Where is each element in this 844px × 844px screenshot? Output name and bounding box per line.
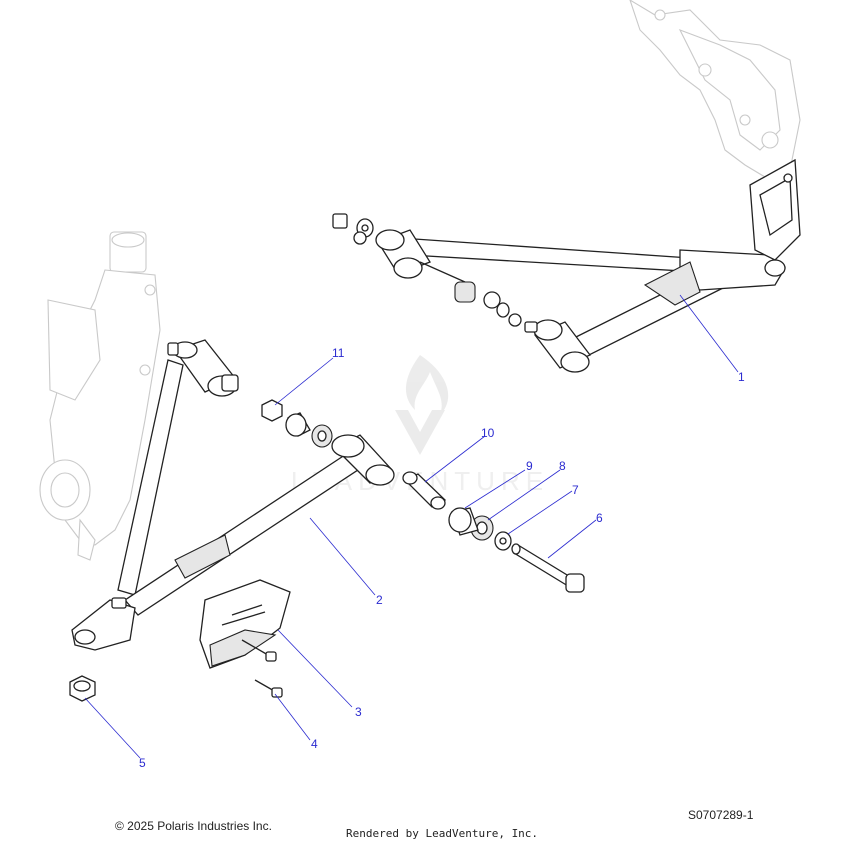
label-part-1: 1 [738, 370, 745, 384]
cap-stack [261, 399, 333, 448]
label-part-2: 2 [376, 593, 383, 607]
copyright-text: © 2025 Polaris Industries Inc. [115, 819, 272, 833]
label-part-11: 11 [332, 346, 345, 360]
lower-a-arm [71, 339, 395, 651]
spindle-ghost [39, 231, 161, 561]
label-part-5: 5 [139, 756, 146, 770]
label-part-6: 6 [596, 511, 603, 525]
drawing-id: S0707289-1 [688, 808, 754, 822]
label-part-8: 8 [559, 459, 566, 473]
washer [494, 531, 512, 551]
label-part-9: 9 [526, 459, 533, 473]
label-part-10: 10 [481, 426, 495, 440]
part-labels: 1 2 3 4 5 6 7 8 9 10 11 [139, 346, 745, 770]
screws [241, 639, 283, 698]
nut [69, 675, 96, 702]
leader-lines [84, 294, 739, 759]
chassis-ghost [629, 0, 801, 181]
skid-plate [199, 579, 291, 669]
rendered-by-text: Rendered by LeadVenture, Inc. [346, 827, 539, 840]
label-part-7: 7 [572, 483, 579, 497]
sleeve [402, 471, 447, 510]
pivot-bolt [511, 543, 585, 593]
bushing [448, 507, 479, 536]
upper-a-arm [332, 158, 801, 373]
label-part-4: 4 [311, 737, 318, 751]
label-part-3: 3 [355, 705, 362, 719]
